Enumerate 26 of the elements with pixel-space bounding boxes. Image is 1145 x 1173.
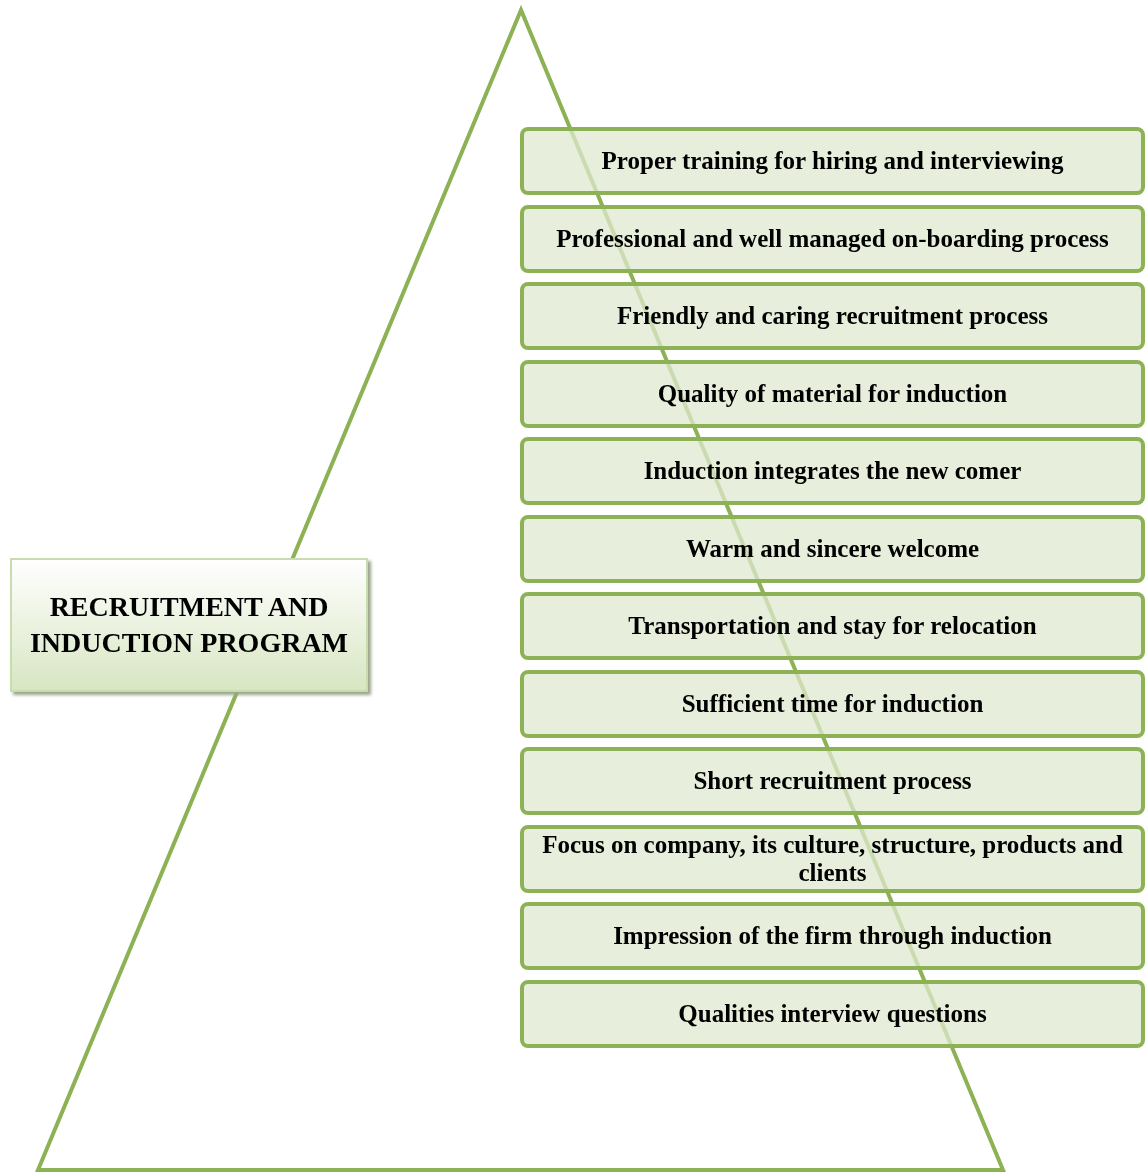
factor-box: [520, 902, 1145, 970]
factor-box: [520, 979, 1145, 1048]
factor-text: Qualities interview questions: [678, 999, 987, 1028]
factor-box: [520, 824, 1145, 893]
factor-text: Sufficient time for induction: [681, 689, 984, 718]
factor-text: Professional and well managed on-boarding process: [556, 224, 1109, 253]
factor-text: Proper training for hiring and interviewing: [601, 147, 1064, 175]
factor-text: Warm and sincere welcome: [685, 534, 980, 563]
factor-box: [520, 747, 1145, 815]
factor-box: [520, 514, 1145, 583]
factor-box: [520, 127, 1145, 195]
factor-text: Impression of the firm through induction: [613, 922, 1052, 950]
factor-box: [520, 592, 1145, 660]
factor-box: [520, 282, 1145, 350]
factor-text: Quality of material for induction: [657, 379, 1008, 408]
factor-text: Short recruitment process: [693, 767, 972, 795]
factor-text: Induction integrates the new comer: [643, 457, 1022, 485]
title-box: [10, 558, 368, 692]
factor-box: [520, 204, 1145, 273]
factor-text: Focus on company, its culture, structure, products and clients: [541, 830, 1124, 887]
factor-box: [520, 359, 1145, 428]
factor-box: [520, 669, 1145, 738]
title-text: RECRUITMENT AND INDUCTION PROGRAM: [28, 590, 350, 660]
factor-text: Transportation and stay for relocation: [628, 612, 1037, 640]
factor-box: [520, 437, 1145, 505]
factor-text: Friendly and caring recruitment process: [617, 302, 1048, 330]
